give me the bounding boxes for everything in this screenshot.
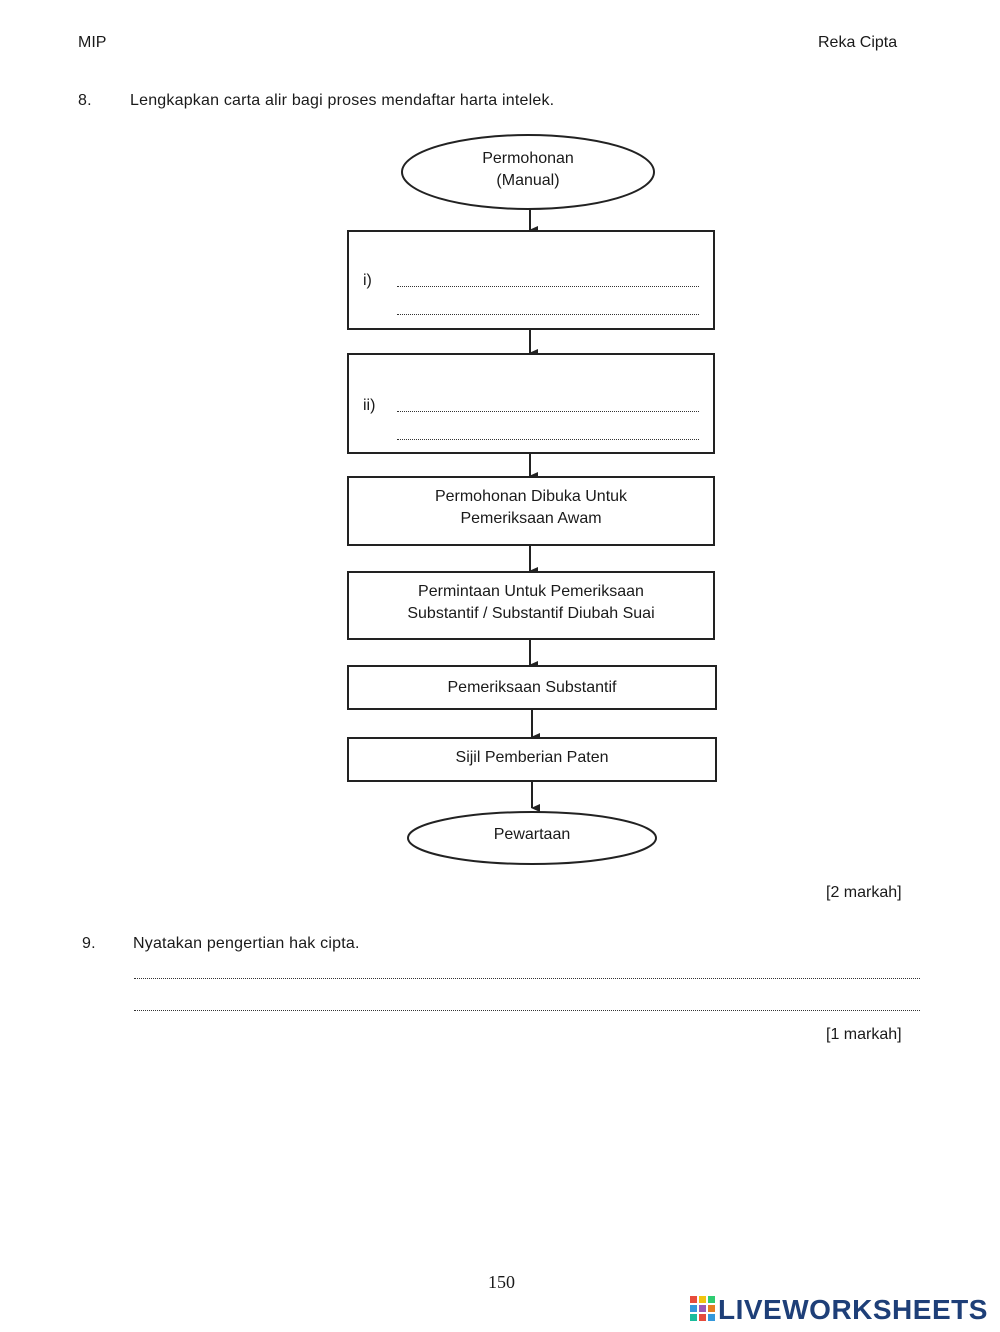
question-9-answer-line-2[interactable] <box>134 1010 920 1011</box>
end-label: Pewartaan <box>493 826 571 843</box>
page-number: 150 <box>488 1272 515 1292</box>
question-9-number: 9. <box>82 935 96 952</box>
step-patent-certificate: Sijil Pemberian Paten <box>347 737 717 782</box>
end-terminator <box>407 811 657 865</box>
step-public-inspection: Permohonan Dibuka Untuk Pemeriksaan Awam <box>347 476 715 546</box>
header-right: Reka Cipta <box>818 34 898 51</box>
blank-2-line-2[interactable] <box>397 439 699 440</box>
blank-2-label: ii) <box>363 397 376 414</box>
blank-1-label: i) <box>363 272 372 289</box>
step-substantive-exam-label: Pemeriksaan Substantif <box>447 679 617 696</box>
flowchart-connectors <box>401 134 657 865</box>
blank-1-line-2[interactable] <box>397 314 699 315</box>
blank-box-2[interactable]: ii) <box>347 353 715 454</box>
start-label: Permohonan (Manual) <box>482 150 574 189</box>
question-8-text: Lengkapkan carta alir bagi proses mendaf… <box>130 92 555 109</box>
step-substantive-exam: Pemeriksaan Substantif <box>347 665 717 710</box>
start-terminator <box>401 134 655 210</box>
header-left: MIP <box>78 34 107 51</box>
liveworksheets-logo-icon <box>690 1296 716 1324</box>
question-9-answer-line-1[interactable] <box>134 978 920 979</box>
question-8-marks: [2 markah] <box>826 884 902 901</box>
blank-1-line-1[interactable] <box>397 286 699 287</box>
liveworksheets-logo-text: LIVEWORKSHEETS <box>718 1294 988 1325</box>
question-8-number: 8. <box>78 92 92 109</box>
question-9-text: Nyatakan pengertian hak cipta. <box>133 935 360 952</box>
blank-2-line-1[interactable] <box>397 411 699 412</box>
question-9-marks: [1 markah] <box>826 1026 902 1043</box>
step-patent-certificate-label: Sijil Pemberian Paten <box>455 749 609 766</box>
step-public-inspection-label: Permohonan Dibuka Untuk Pemeriksaan Awam <box>434 488 628 527</box>
step-substantive-request: Permintaan Untuk Pemeriksaan Substantif … <box>347 571 715 640</box>
blank-box-1[interactable]: i) <box>347 230 715 330</box>
step-substantive-request-label: Permintaan Untuk Pemeriksaan Substantif … <box>407 583 655 622</box>
